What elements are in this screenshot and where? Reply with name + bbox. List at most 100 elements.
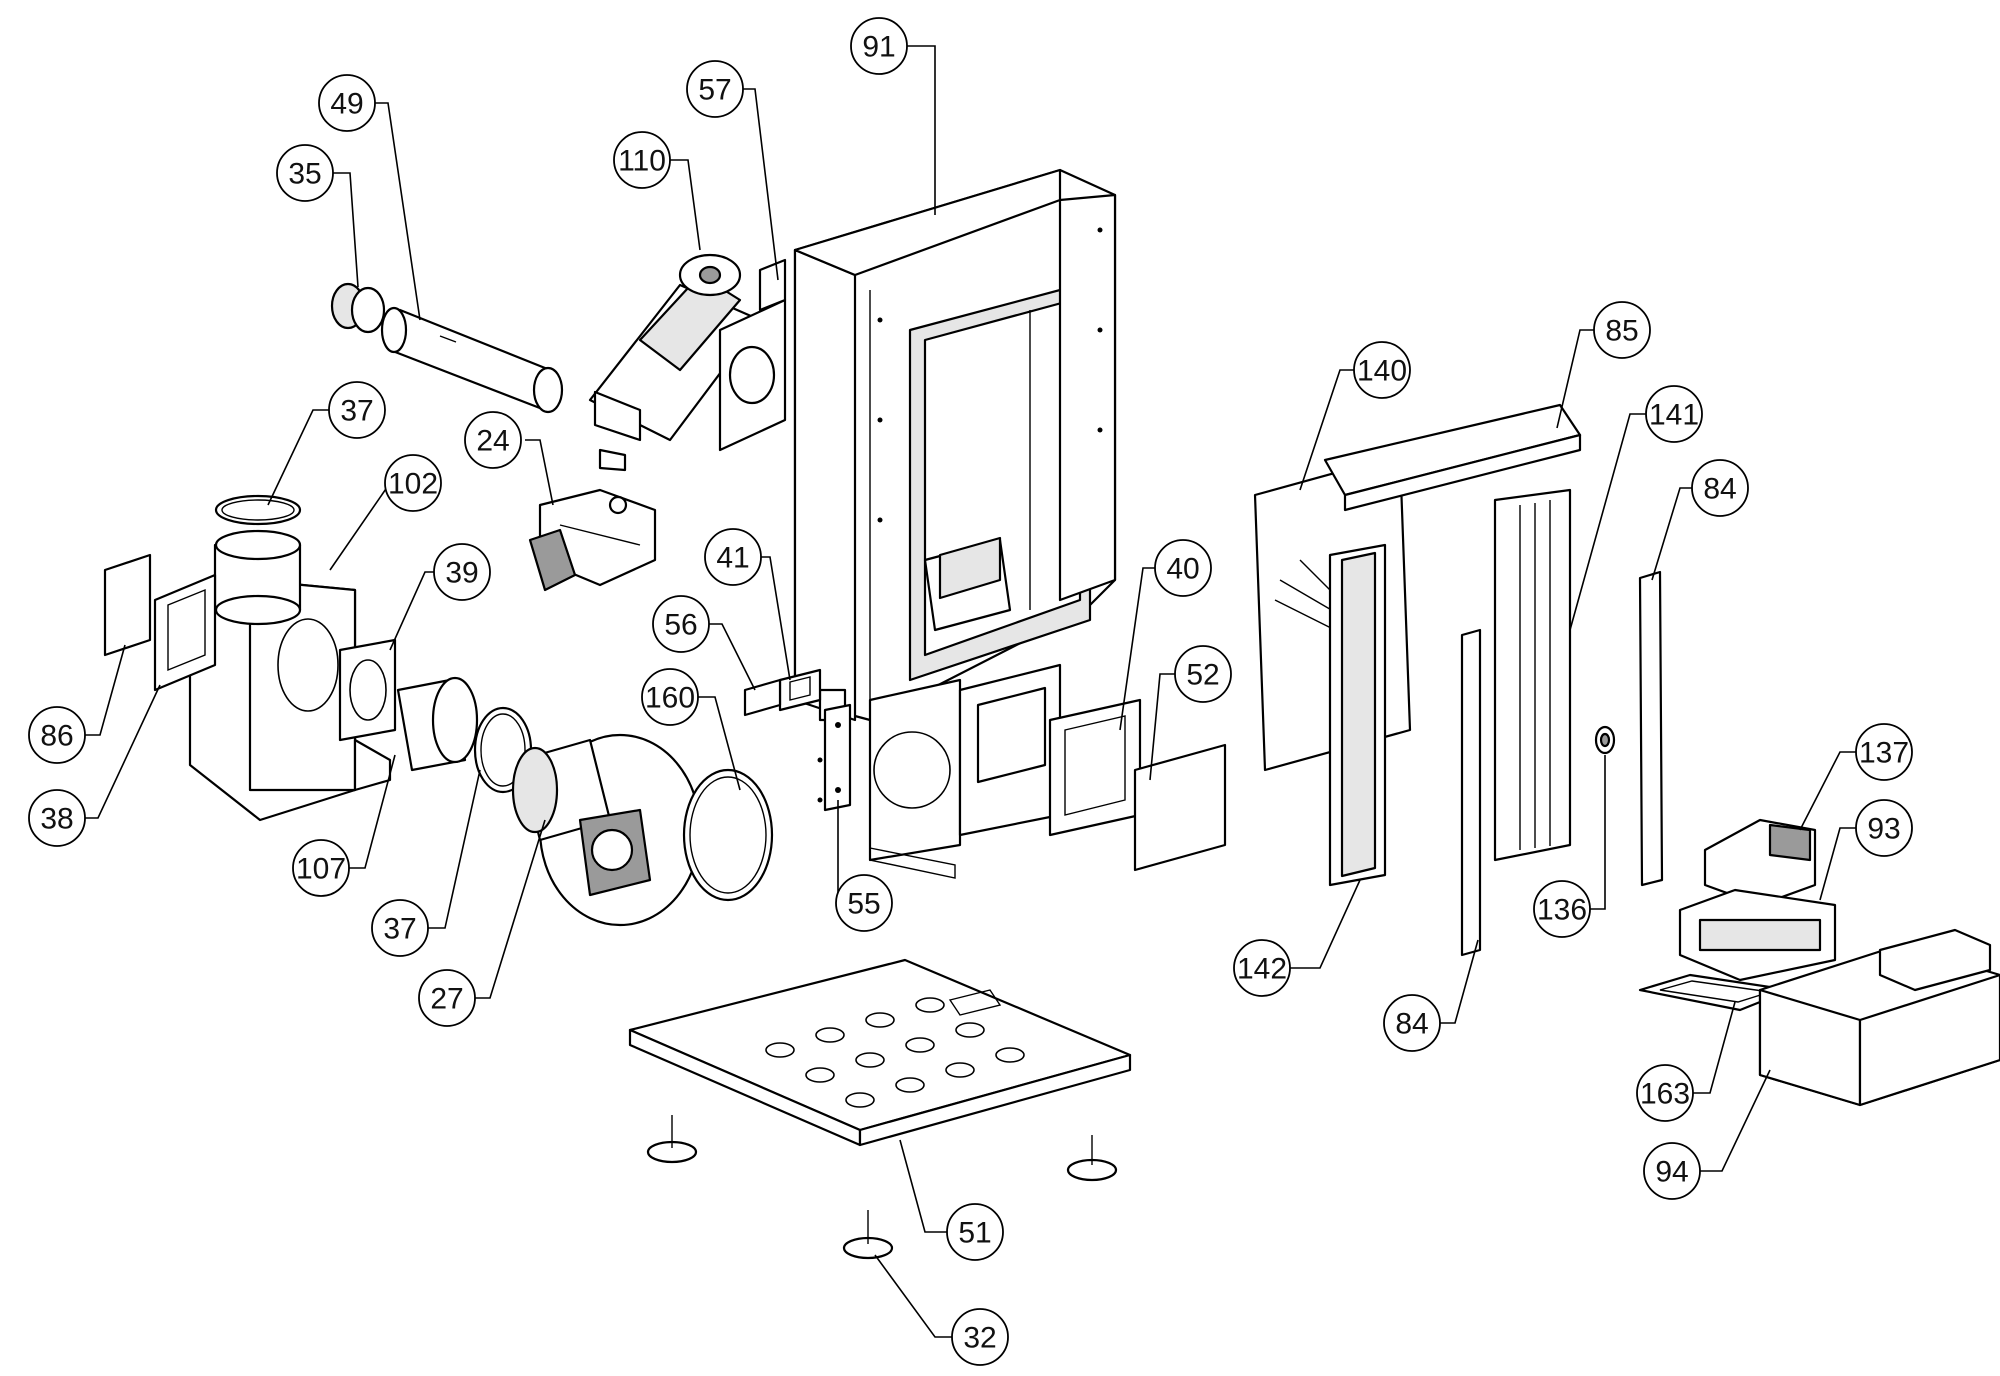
callout-141: 141 (1645, 385, 1703, 443)
callout-37: 37 (371, 899, 429, 957)
callout-label: 49 (330, 88, 363, 121)
callout-label: 37 (383, 913, 416, 946)
callout-160: 160 (641, 668, 699, 726)
callout-94: 94 (1643, 1142, 1701, 1200)
callout-label: 52 (1186, 659, 1219, 692)
part-24-igniter-unit (528, 488, 657, 592)
callout-24: 24 (464, 411, 522, 469)
part-56-plate (743, 678, 782, 717)
callout-label: 57 (698, 74, 731, 107)
callout-circle (613, 131, 671, 189)
callout-label: 86 (40, 720, 73, 753)
callout-51: 51 (946, 1203, 1004, 1261)
callout-93: 93 (1855, 799, 1913, 857)
callout-label: 163 (1640, 1078, 1690, 1111)
part-141-channel-panel (1493, 488, 1572, 862)
callout-circle (850, 17, 908, 75)
callout-circle (1691, 459, 1749, 517)
callout-label: 142 (1237, 953, 1287, 986)
part-55-bracket (823, 703, 852, 812)
callout-142: 142 (1233, 939, 1291, 997)
part-93-burner-base (1678, 888, 1837, 982)
callout-circle (1233, 939, 1291, 997)
callout-52: 52 (1174, 645, 1232, 703)
callout-label: 37 (340, 395, 373, 428)
callout-label: 39 (445, 557, 478, 590)
callout-35: 35 (276, 144, 334, 202)
callout-49: 49 (318, 74, 376, 132)
callout-circle (1154, 539, 1212, 597)
part-84-strip-right (1638, 570, 1664, 887)
callout-circle (464, 411, 522, 469)
part-102-combustion-box (188, 529, 392, 822)
part-85-top-bracket (1323, 403, 1582, 512)
callout-110: 110 (613, 131, 671, 189)
part-40-frame-gasket (1048, 698, 1142, 837)
part-38-gasket (153, 573, 217, 692)
callout-37: 37 (328, 381, 386, 439)
part-94-ash-box (1758, 928, 2000, 1107)
callout-circle (704, 528, 762, 586)
callout-label: 40 (1166, 553, 1199, 586)
callout-label: 91 (862, 31, 895, 64)
callout-circle (1174, 645, 1232, 703)
part-35-pipe-cap (330, 282, 386, 334)
callout-circle (1636, 1064, 1694, 1122)
callout-40: 40 (1154, 539, 1212, 597)
callout-27: 27 (418, 969, 476, 1027)
callout-circle (1643, 1142, 1701, 1200)
part-137-burner-pot (1703, 818, 1817, 907)
callout-140: 140 (1353, 341, 1411, 399)
part-51-base-plate (628, 958, 1132, 1147)
callout-84: 84 (1691, 459, 1749, 517)
callout-84: 84 (1383, 994, 1441, 1052)
part-84-strip-left (1460, 628, 1482, 957)
part-32-leveling-feet (646, 1115, 1118, 1260)
part-86-cover-plate (103, 553, 152, 657)
callout-102: 102 (384, 454, 442, 512)
callout-57: 57 (686, 60, 744, 118)
part-57-motor-bracket (718, 258, 787, 452)
part-49-feed-tube (380, 306, 564, 414)
callout-circle (1383, 994, 1441, 1052)
part-37-gasket-top (214, 494, 302, 526)
callout-136: 136 (1533, 880, 1591, 938)
callout-label: 102 (388, 468, 438, 501)
callout-label: 55 (847, 888, 880, 921)
callout-label: 85 (1605, 315, 1638, 348)
callout-circle (951, 1308, 1009, 1366)
callout-circle (1593, 301, 1651, 359)
part-39-flange-plate (338, 638, 397, 742)
callout-137: 137 (1855, 723, 1913, 781)
callout-circle (835, 874, 893, 932)
callout-label: 141 (1649, 399, 1699, 432)
callout-label: 38 (40, 803, 73, 836)
callout-label: 51 (958, 1217, 991, 1250)
callout-label: 110 (618, 145, 666, 178)
callout-circle (1645, 385, 1703, 443)
callout-circle (384, 454, 442, 512)
callout-circle (371, 899, 429, 957)
callout-85: 85 (1593, 301, 1651, 359)
callout-circle (28, 706, 86, 764)
callout-163: 163 (1636, 1064, 1694, 1122)
callout-label: 84 (1703, 473, 1736, 506)
part-136-washer (1594, 725, 1616, 755)
callout-label: 94 (1655, 1156, 1688, 1189)
callout-circle (1533, 880, 1591, 938)
callout-label: 32 (963, 1322, 996, 1355)
callout-circle (641, 668, 699, 726)
part-52-cover-plate (1133, 743, 1227, 872)
callout-55: 55 (835, 874, 893, 932)
callout-circle (28, 789, 86, 847)
part-110-auger-motor (588, 253, 762, 472)
callout-circle (652, 595, 710, 653)
callout-label: 93 (1867, 813, 1900, 846)
callout-56: 56 (652, 595, 710, 653)
callout-circle (418, 969, 476, 1027)
part-27-blower-fan (511, 733, 702, 927)
callout-circle (292, 839, 350, 897)
part-142-vertical-channel (1328, 543, 1387, 887)
callout-38: 38 (28, 789, 86, 847)
